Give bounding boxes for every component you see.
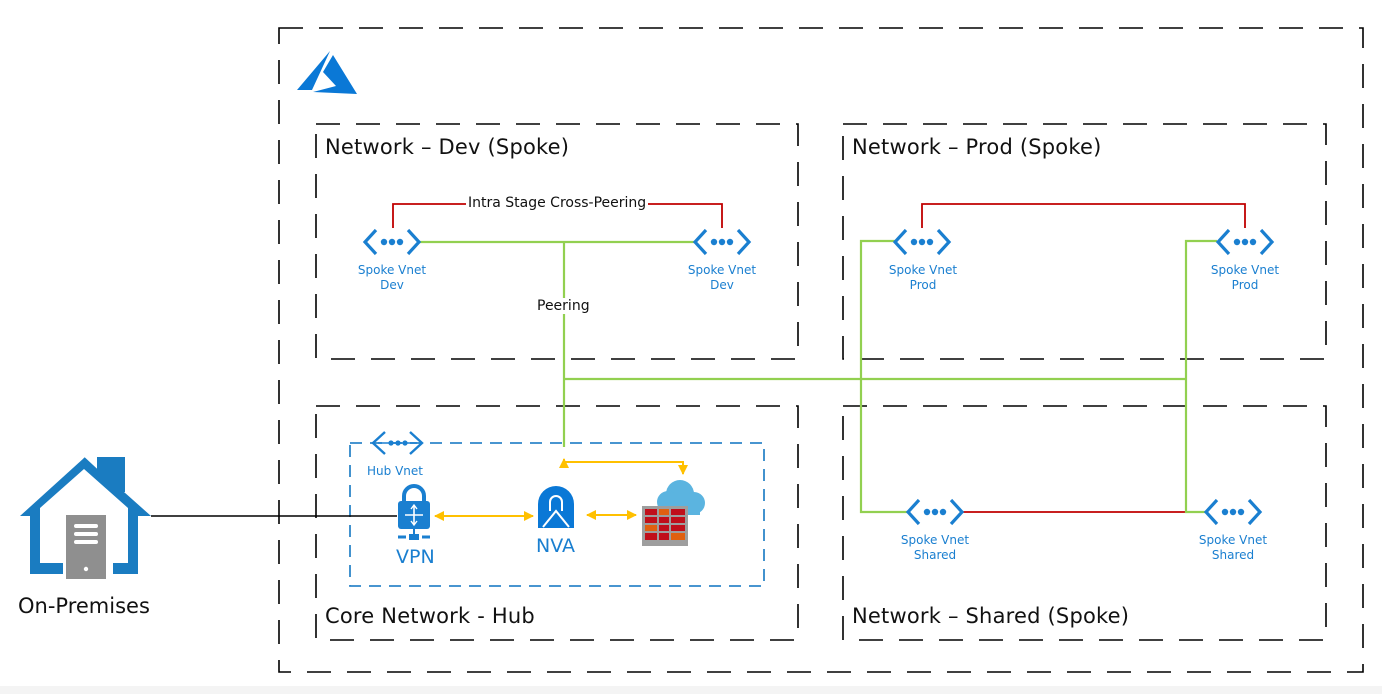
vnet-icon[interactable] [363,228,421,256]
vpn-gateway-icon[interactable] [398,484,430,540]
region-title-dev: Network – Dev (Spoke) [325,135,570,159]
vpn-label: VPN [396,546,435,568]
region-title-hub: Core Network - Hub [325,604,535,628]
traffic-flows [434,458,688,521]
vnet-label-shared-left: Spoke Vnet Shared [890,533,980,563]
vnet-icon[interactable] [906,498,964,526]
vnet-icon[interactable] [1216,228,1274,256]
region-title-prod: Network – Prod (Spoke) [852,135,1102,159]
cross-peering-label: Intra Stage Cross-Peering [466,195,649,211]
vnet-label-line2: Shared [913,548,957,562]
cross-peering-line-prod [921,203,1246,228]
region-shared-box [842,405,1327,641]
vnet-label-line2: Prod [909,278,937,292]
vnet-label-line1: Spoke Vnet [888,263,958,277]
vnet-label-line2: Shared [1211,548,1255,562]
vnet-label-line1: Spoke Vnet [687,263,757,277]
vnet-label-line1: Spoke Vnet [1198,533,1268,547]
hub-vnet-boundary [349,442,765,587]
bottom-strip [0,686,1382,694]
hub-vnet-icon[interactable] [371,431,424,455]
nva-label: NVA [536,535,575,557]
region-title-shared: Network – Shared (Spoke) [852,604,1130,628]
vnet-label-line2: Dev [380,278,404,292]
azure-boundary [278,27,1364,673]
on-premises-label: On-Premises [18,594,150,618]
region-prod-box [842,123,1327,360]
nva-icon[interactable] [538,486,574,528]
region-hub-box [315,405,799,641]
on-premises-house-icon[interactable] [20,457,151,579]
vnet-label-dev-left: Spoke Vnet Dev [347,263,437,293]
vnet-label-line1: Spoke Vnet [1210,263,1280,277]
vnet-label-line2: Prod [1231,278,1259,292]
vnet-icon[interactable] [693,228,751,256]
peering-label: Peering [535,298,592,314]
hub-vnet-label: Hub Vnet [367,464,423,478]
region-dev-box [315,123,799,360]
vnet-label-line1: Spoke Vnet [900,533,970,547]
vnet-label-prod-right: Spoke Vnet Prod [1200,263,1290,293]
vnet-label-dev-right: Spoke Vnet Dev [677,263,767,293]
vnet-label-shared-right: Spoke Vnet Shared [1188,533,1278,563]
azure-logo-icon [297,51,357,94]
azure-firewall-icon[interactable] [642,480,705,546]
vnet-label-prod-left: Spoke Vnet Prod [878,263,968,293]
vnet-label-line1: Spoke Vnet [357,263,427,277]
peering-lines [419,239,1217,514]
vnet-icon[interactable] [1204,498,1262,526]
vnet-icon[interactable] [893,228,951,256]
vnet-label-line2: Dev [710,278,734,292]
